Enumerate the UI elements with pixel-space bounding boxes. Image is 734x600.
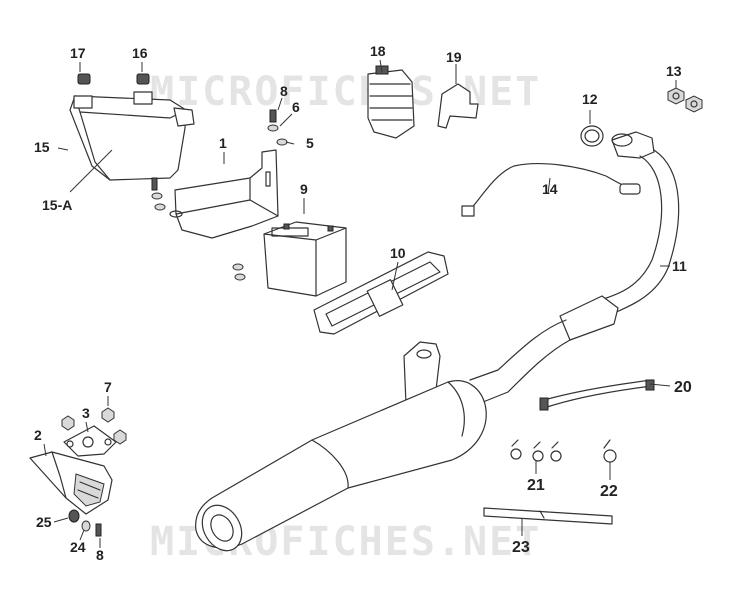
exhaust-muffler-part	[195, 131, 680, 552]
regulator-part	[367, 65, 415, 139]
callout-17: 17	[70, 45, 86, 61]
callout-5: 5	[306, 135, 314, 151]
heat-shield-bracket-part	[29, 451, 113, 515]
callout-7: 7	[104, 379, 112, 395]
hose-20-part	[539, 379, 655, 411]
callout-13: 13	[666, 63, 682, 79]
callout-3: 3	[82, 405, 90, 421]
callout-8-top: 8	[280, 83, 288, 99]
callout-21: 21	[527, 477, 545, 494]
bolt-set-left	[151, 177, 246, 281]
hose-23-part	[483, 507, 613, 525]
callout-11: 11	[672, 258, 687, 274]
plate-3-part	[63, 425, 117, 457]
callout-24: 24	[70, 539, 86, 555]
callout-25: 25	[36, 514, 52, 530]
clamp-set-21	[510, 439, 562, 462]
callout-15a: 15-A	[42, 197, 72, 213]
nut-set-7	[61, 407, 127, 445]
bolt-set-top	[267, 109, 288, 146]
callout-16: 16	[132, 45, 148, 61]
callout-15: 15	[34, 139, 50, 155]
sensor-wire-part	[461, 163, 641, 217]
watermark-top: MICROFICHES.NET	[150, 69, 541, 115]
callout-18: 18	[370, 43, 386, 59]
battery-strap-part	[313, 251, 449, 335]
clamp-22	[603, 439, 617, 463]
battery-part	[263, 221, 347, 297]
callout-1: 1	[219, 135, 227, 151]
callout-9: 9	[300, 181, 308, 197]
callout-23: 23	[512, 539, 530, 556]
callout-12: 12	[582, 91, 598, 107]
bracket-part	[437, 83, 479, 129]
leader-lines	[43, 59, 677, 548]
nut-set-13	[667, 87, 703, 113]
callout-20: 20	[674, 379, 692, 396]
grommet-16	[136, 73, 150, 85]
callout-19: 19	[446, 49, 462, 65]
side-cover-part	[69, 91, 195, 181]
callout-2: 2	[34, 427, 42, 443]
callout-14: 14	[542, 181, 558, 197]
hardware-lower-left	[68, 509, 102, 537]
callout-8-bottom: 8	[96, 547, 104, 563]
callout-10: 10	[390, 245, 406, 261]
battery-tray-part	[169, 149, 279, 239]
gasket-part	[580, 125, 604, 147]
grommet-17	[77, 73, 91, 85]
callout-22: 22	[600, 483, 618, 500]
callout-6: 6	[292, 99, 300, 115]
callout-labels: 17 16 15 15-A 1 8 6 5 9 10 18 19 12 13 1…	[34, 43, 692, 563]
